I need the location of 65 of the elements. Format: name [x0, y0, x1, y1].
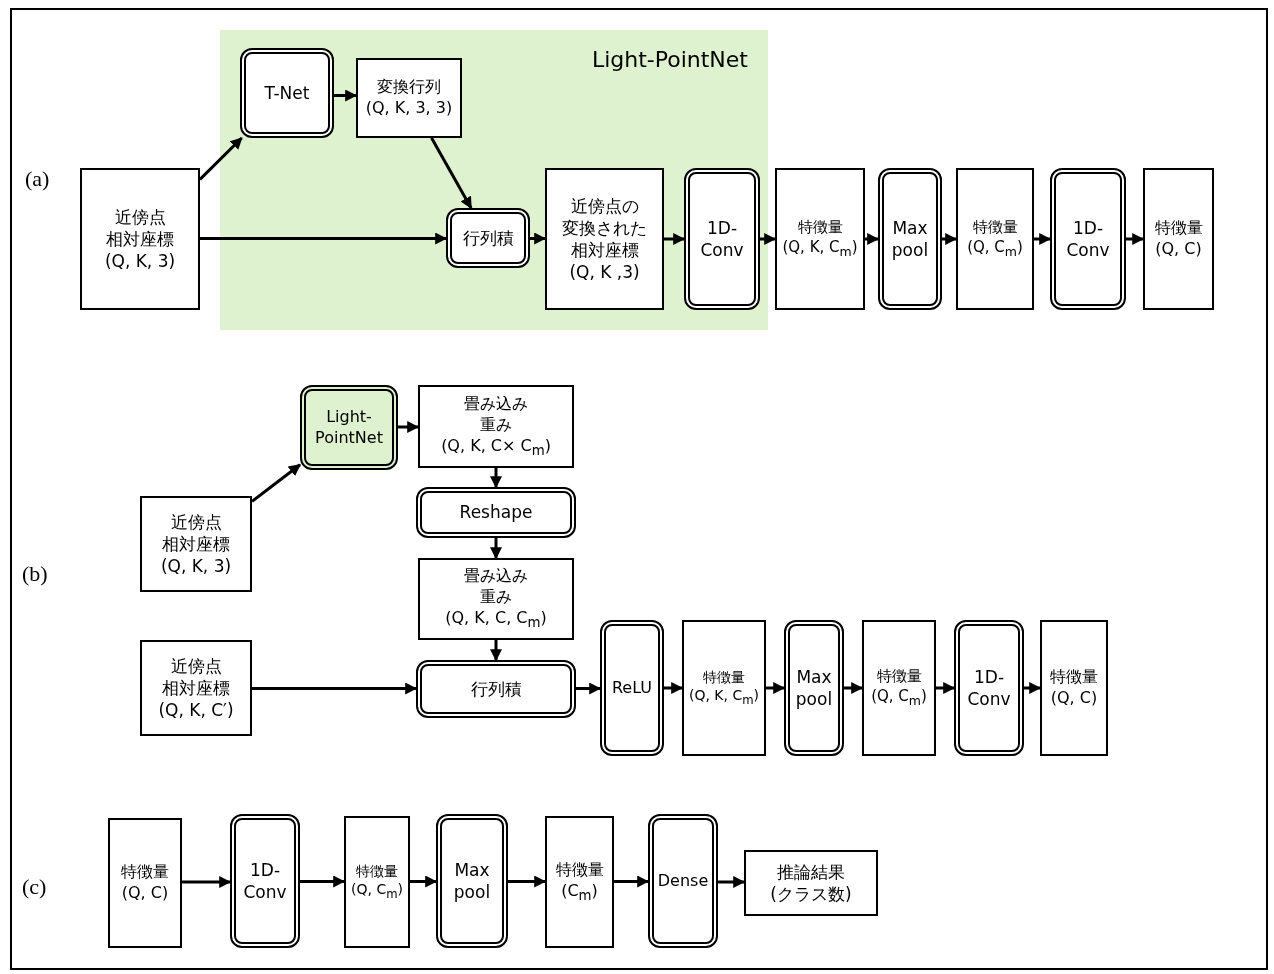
arrow: [508, 875, 547, 888]
arrow: [664, 233, 686, 245]
arrow: [490, 640, 502, 662]
arrow: [942, 233, 958, 245]
arrow: [766, 682, 786, 694]
operation-box: Max pool: [784, 620, 844, 756]
operation-box: T-Net: [240, 48, 334, 138]
data-box: 特徴量 (Q, K, C$_{m}$): [775, 168, 865, 310]
data-box: 特徴量 (C$_{m}$): [545, 816, 614, 948]
arrow: [490, 538, 502, 560]
arrow: [490, 468, 502, 489]
panel-label: (c): [22, 874, 47, 900]
module-region: [220, 30, 768, 330]
module-box: Light-PointNet: [300, 385, 398, 470]
arrow: [936, 682, 956, 694]
arrow: [430, 137, 473, 210]
arrow: [576, 682, 602, 695]
data-box: 近傍点 相対座標 (Q, K, 3): [80, 168, 200, 310]
arrow: [334, 89, 358, 102]
operation-box: 1D-Conv: [954, 620, 1024, 756]
arrow: [182, 876, 232, 888]
arrow: [530, 232, 547, 245]
operation-box: Max pool: [436, 814, 508, 948]
group-title: Light-PointNet: [591, 46, 748, 74]
arrow: [251, 463, 301, 503]
arrow: [1126, 233, 1145, 245]
arrow: [844, 682, 864, 694]
arrow: [398, 421, 420, 433]
arrow: [664, 682, 684, 694]
arrow: [865, 233, 880, 245]
operation-box: Reshape: [416, 487, 576, 538]
operation-box: Dense: [648, 814, 718, 948]
arrow: [198, 136, 243, 181]
arrow: [614, 875, 650, 888]
arrow: [760, 233, 777, 245]
panel-label: (b): [22, 561, 48, 587]
data-box: 近傍点 相対座標 (Q, K, 3): [140, 496, 252, 592]
data-box: 特徴量 (Q, C): [1040, 620, 1108, 756]
operation-box: Max pool: [878, 168, 942, 310]
data-box: 畳み込み 重み (Q, K, C× C$_{m}$): [418, 385, 574, 468]
operation-box: 行列積: [416, 660, 576, 718]
arrow: [300, 875, 346, 888]
data-box: 特徴量 (Q, C$_{m}$): [344, 816, 410, 948]
arrow: [1034, 233, 1052, 245]
arrow: [252, 682, 418, 695]
arrow: [410, 875, 438, 888]
operation-box: 1D-Conv: [230, 814, 300, 948]
data-box: 特徴量 (Q, C$_{m}$): [862, 620, 936, 756]
data-box: 特徴量 (Q, C$_{m}$): [956, 168, 1034, 310]
data-box: 特徴量 (Q, C): [1143, 168, 1214, 310]
operation-box: ReLU: [600, 620, 664, 756]
operation-box: 1D-Conv: [1050, 168, 1126, 310]
arrow: [200, 232, 448, 245]
operation-box: 1D-Conv: [684, 168, 760, 310]
data-box: 変換行列 (Q, K, 3, 3): [356, 58, 462, 138]
data-box: 特徴量 (Q, K, C$_{m}$): [682, 620, 766, 756]
operation-box: 行列積: [446, 208, 530, 268]
data-box: 近傍点 相対座標 (Q, K, C′): [140, 640, 252, 736]
panel-label: (a): [25, 166, 50, 192]
arrow: [718, 876, 746, 888]
data-box: 畳み込み 重み (Q, K, C, C$_{m}$): [418, 558, 574, 640]
data-box: 推論結果 (クラス数): [744, 850, 878, 916]
data-box: 特徴量 (Q, C): [108, 818, 182, 948]
arrow: [1024, 682, 1042, 694]
data-box: 近傍点の 変換された 相対座標 (Q, K ,3): [545, 168, 664, 310]
